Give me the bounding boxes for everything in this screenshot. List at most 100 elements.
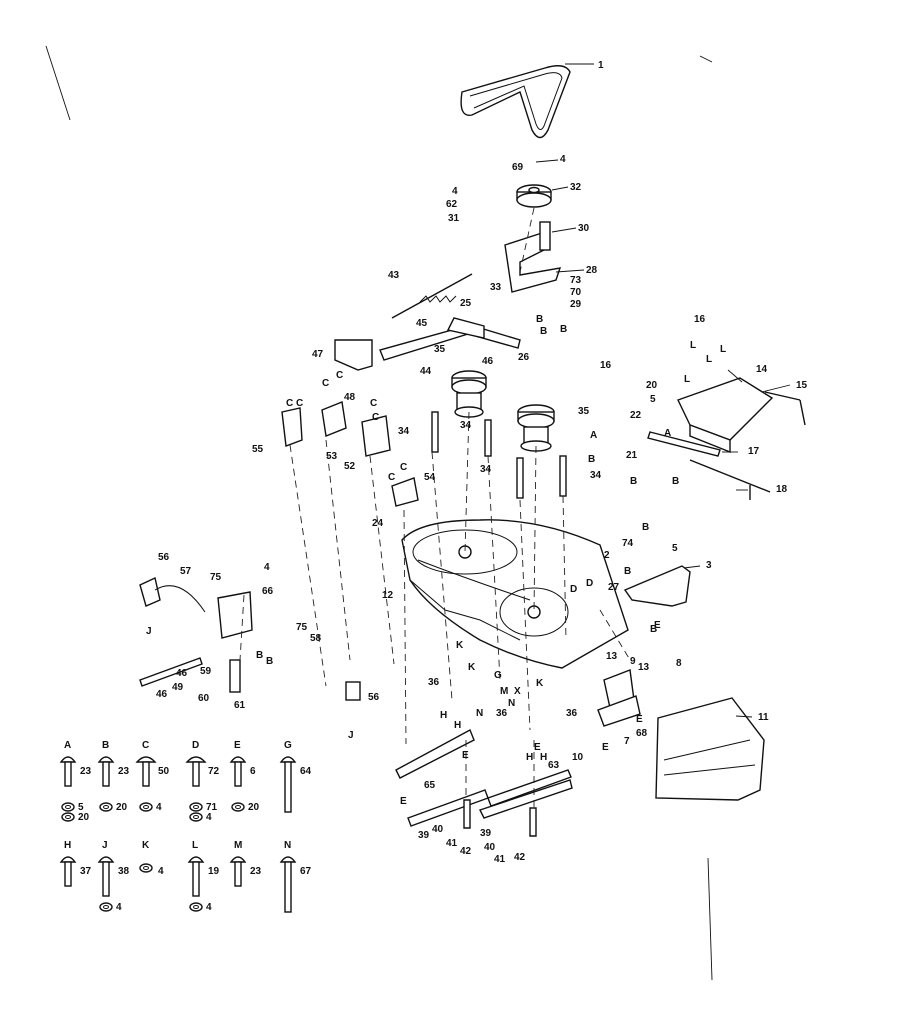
callout-label: 41 <box>494 854 506 865</box>
callout-label: 53 <box>326 451 338 462</box>
legend-part-number: 23 <box>118 766 130 777</box>
legend-part-number: 50 <box>158 766 170 777</box>
callout-label: 21 <box>626 450 638 461</box>
letter-marker: A <box>664 428 671 439</box>
letter-marker: B <box>642 522 649 533</box>
callout-label: 31 <box>448 213 460 224</box>
hex-nut-icon <box>189 802 203 812</box>
legend-extra-number: 20 <box>78 812 90 823</box>
bolt-shank <box>102 761 110 787</box>
callout-label: 18 <box>776 484 788 495</box>
callout-label: 46 <box>482 356 494 367</box>
legend-letter: C <box>142 740 149 751</box>
letter-marker: E <box>654 620 661 631</box>
blades <box>479 779 573 819</box>
nut-hole <box>143 866 149 870</box>
legend-part-number: 23 <box>250 866 262 877</box>
letter-marker: C <box>286 398 293 409</box>
callout-label: 13 <box>638 662 650 673</box>
carriage-bolt-icon <box>279 856 297 863</box>
letter-marker: X <box>514 686 521 697</box>
hardware-legend: A23520B2320C504D72714E620G64H37J384K4L19… <box>59 740 312 913</box>
callout-label: 41 <box>446 838 458 849</box>
callout-label: 36 <box>428 677 440 688</box>
hardware-letter-markers: C C C C C C C C B B L L L L A A B B B B … <box>146 314 726 807</box>
callout-label: 34 <box>460 420 472 431</box>
carriage-bolt-icon <box>229 756 247 763</box>
callout-label: 5 <box>672 543 678 554</box>
bracket-54 <box>391 477 419 507</box>
letter-marker: K <box>536 678 544 689</box>
letter-marker: K <box>468 662 476 673</box>
legend-extra-number: 4 <box>116 902 122 913</box>
callout-label: 75 <box>296 622 308 633</box>
carriage-bolt-icon <box>229 856 247 863</box>
nut-hole <box>143 805 149 809</box>
nut-hole <box>65 815 71 819</box>
scan-marks <box>45 45 713 981</box>
callout-label: 54 <box>424 472 436 483</box>
callout-label: 10 <box>572 752 584 763</box>
callout-label: 49 <box>172 682 184 693</box>
callout-label: 30 <box>578 223 590 234</box>
callout-label: 3 <box>706 560 712 571</box>
bracket-55 <box>281 407 303 447</box>
callout-label: 9 <box>630 656 636 667</box>
bolt-shank <box>142 761 150 787</box>
pivot-bracket <box>647 377 806 500</box>
letter-marker: H <box>526 752 533 763</box>
carriage-bolt-icon <box>279 756 297 763</box>
nut-hole <box>103 905 109 909</box>
callout-label: 44 <box>420 366 432 377</box>
letter-marker: H <box>454 720 461 731</box>
letter-marker: B <box>256 650 263 661</box>
mower-deck <box>401 519 629 669</box>
letter-marker: C <box>370 398 377 409</box>
legend-letter: G <box>284 740 292 751</box>
callout-label: 25 <box>460 298 472 309</box>
legend-letter: B <box>102 740 109 751</box>
legend-letter: L <box>192 840 198 851</box>
letter-marker: B <box>672 476 679 487</box>
letter-marker: B <box>266 656 273 667</box>
letter-marker: D <box>586 578 593 589</box>
legend-part-number: 38 <box>118 866 130 877</box>
idler-arm <box>504 221 562 293</box>
callout-label: 60 <box>198 693 210 704</box>
bolt-shank <box>284 861 292 913</box>
callout-label: 74 <box>622 538 634 549</box>
callout-label: 2 <box>604 550 610 561</box>
callout-label: 63 <box>548 760 560 771</box>
callout-label: 22 <box>630 410 642 421</box>
hex-nut-icon <box>99 902 113 912</box>
blade-bolt-right <box>529 807 537 837</box>
letter-marker: L <box>684 374 690 385</box>
letter-marker: C <box>336 370 343 381</box>
callout-label: 32 <box>570 182 582 193</box>
legend-part-number: 67 <box>300 866 312 877</box>
letter-marker: B <box>588 454 595 465</box>
bracket-52 <box>361 415 391 457</box>
callout-label: 39 <box>418 830 430 841</box>
nut-hole <box>235 805 241 809</box>
carriage-bolt-icon <box>59 856 77 863</box>
v-belt <box>460 65 571 139</box>
bolt-shank <box>234 861 242 887</box>
spindle-pulley-right <box>517 404 555 452</box>
carriage-bolt-icon <box>185 756 207 763</box>
letter-marker: H <box>440 710 447 721</box>
carriage-bolt-icon <box>187 856 205 863</box>
letter-marker: E <box>602 742 609 753</box>
letter-marker: C <box>372 412 379 423</box>
letter-marker: C <box>322 378 329 389</box>
callout-label: 24 <box>372 518 384 529</box>
nut-hole <box>65 805 71 809</box>
callout-label: 61 <box>234 700 246 711</box>
callout-label: 39 <box>480 828 492 839</box>
legend-part-number: 37 <box>80 866 92 877</box>
callout-label: 4 <box>264 562 270 573</box>
